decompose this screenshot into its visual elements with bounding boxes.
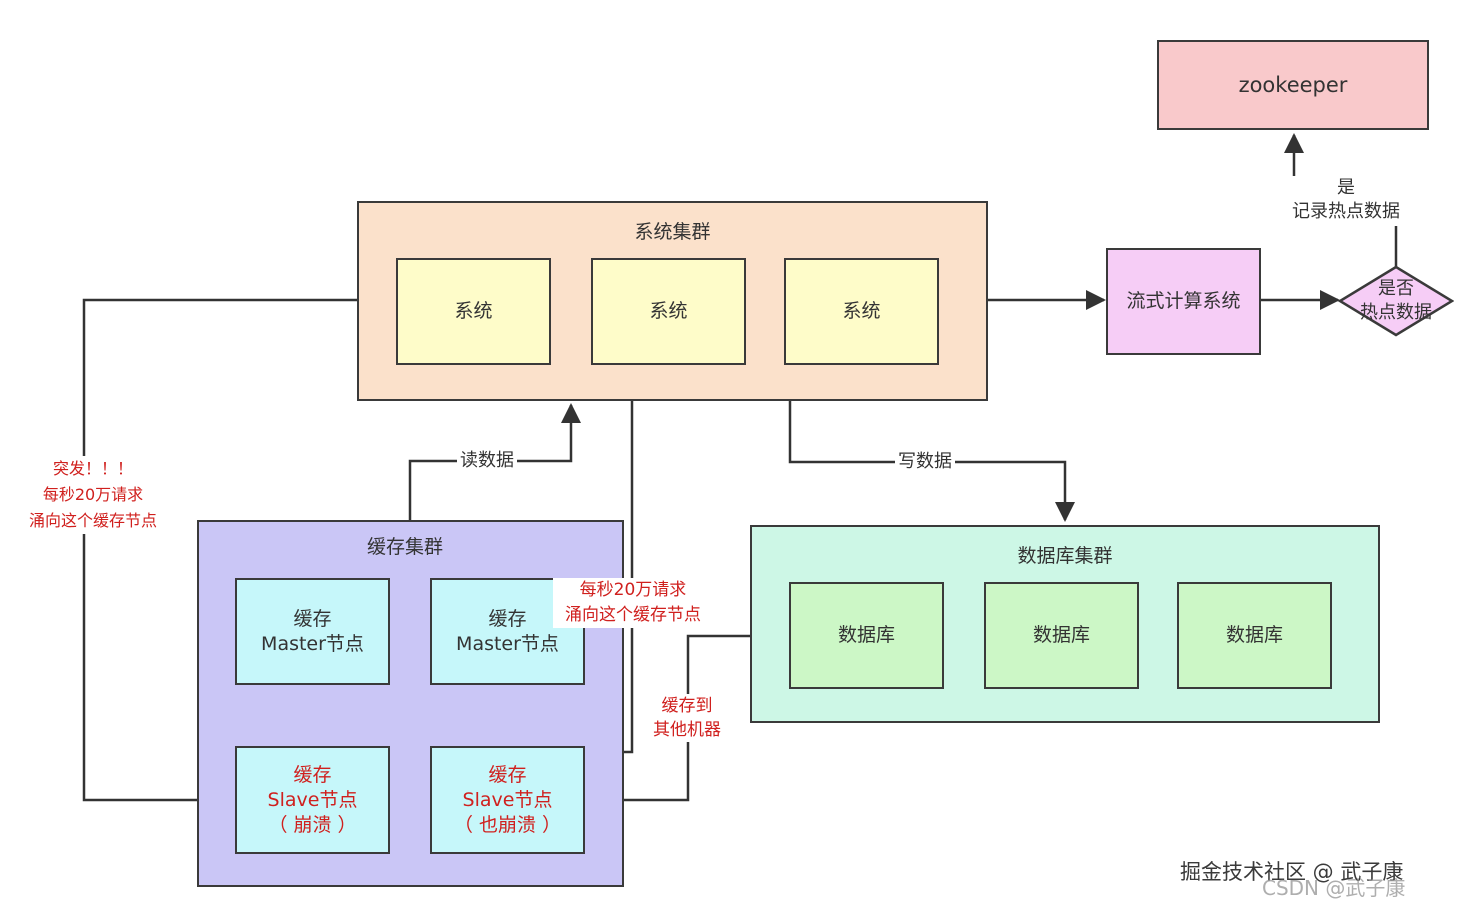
edge-burst-to-slave1 bbox=[82, 298, 357, 810]
cache-to-other-label: 缓存到 其他机器 bbox=[644, 694, 730, 742]
stream-system-box: 流式计算系统 bbox=[1106, 248, 1261, 355]
record-hot-label: 是 记录热点数据 bbox=[1292, 177, 1400, 222]
cache-master-node: 缓存 Master节点 bbox=[430, 578, 585, 685]
decision-diamond bbox=[1338, 265, 1454, 337]
db-node: 数据库 bbox=[1177, 582, 1332, 689]
system-node: 系统 bbox=[396, 258, 551, 365]
cache-master-node: 缓存 Master节点 bbox=[235, 578, 390, 685]
juejin-watermark: 掘金技术社区 @ 武子康 bbox=[1180, 860, 1404, 884]
csdn-watermark: CSDN @武子康 bbox=[1262, 876, 1406, 900]
zookeeper-label: zookeeper bbox=[1238, 72, 1348, 97]
read-data-label: 读数据 bbox=[457, 449, 517, 473]
zookeeper-box: zookeeper bbox=[1157, 40, 1429, 130]
cache-slave-node-crashed: 缓存 Slave节点 （ 也崩溃 ） bbox=[430, 746, 585, 854]
db-node: 数据库 bbox=[789, 582, 944, 689]
db-cluster-title: 数据库集群 bbox=[1017, 545, 1113, 567]
cache-slave-node-crashed: 缓存 Slave节点 （ 崩溃 ） bbox=[235, 746, 390, 854]
db-node: 数据库 bbox=[984, 582, 1139, 689]
second-burst-annotation: 每秒20万请求 涌向这个缓存节点 bbox=[553, 578, 713, 628]
system-node: 系统 bbox=[591, 258, 746, 365]
system-cluster-title: 系统集群 bbox=[634, 221, 711, 243]
burst-annotation: 突发！！！ 每秒20万请求 涌向这个缓存节点 bbox=[20, 456, 166, 534]
system-node: 系统 bbox=[784, 258, 939, 365]
decision-label: 是否 热点数据 bbox=[1360, 278, 1432, 323]
cache-cluster-title: 缓存集群 bbox=[367, 536, 444, 558]
write-data-label: 写数据 bbox=[895, 450, 955, 474]
